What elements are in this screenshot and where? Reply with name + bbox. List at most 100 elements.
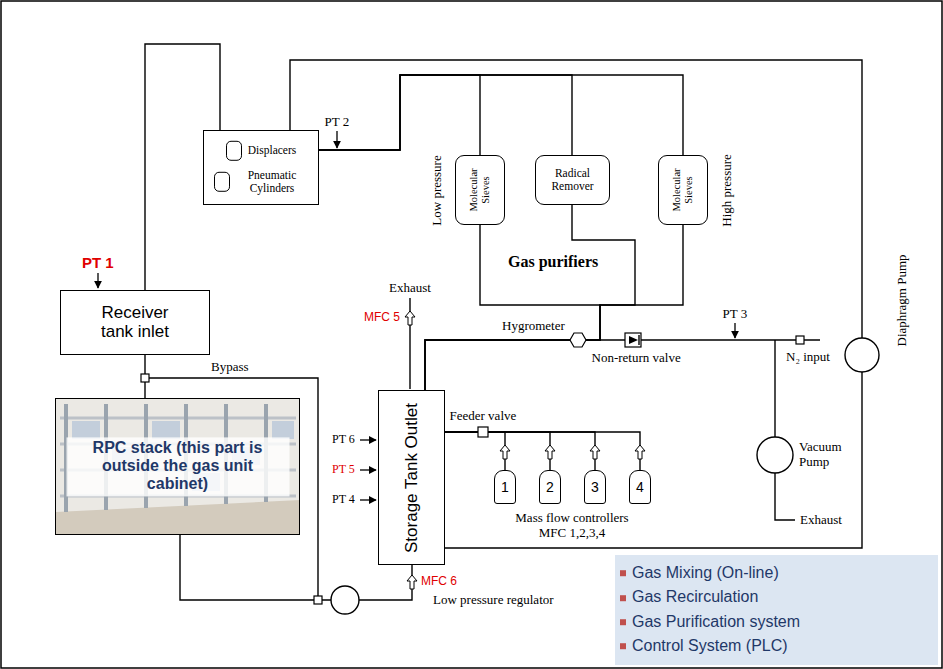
flow-arrow [590, 445, 600, 459]
sensor-label: PT 4 [331, 493, 356, 507]
tank-label: Storage Tank Outlet [402, 403, 422, 553]
unit-label: Displacers [248, 144, 297, 157]
valve-label: Feeder valve [449, 409, 518, 424]
text-row: 1 [501, 479, 509, 495]
feature-item: Gas Recirculation [632, 589, 758, 607]
text-row: Gas Mixing (On-line) [620, 564, 779, 582]
inlet-valve-symbol [796, 336, 804, 344]
sensor-label: PT 1 [81, 254, 115, 271]
exhaust-label: Exhaust [799, 513, 843, 528]
node-content: Molecular Sieves [468, 160, 492, 220]
flow-arrow [407, 575, 417, 589]
controller-number: 4 [636, 479, 644, 495]
vacuum-pipe [774, 340, 775, 437]
check-valve-symbol [625, 333, 641, 347]
bullet-square [620, 619, 626, 625]
bullet-square [620, 595, 626, 601]
stack-label: RPC stack (this part is outside the gas … [66, 437, 289, 496]
purifier-label: Radical Remover [542, 167, 604, 193]
inlet-label: N₂ input [785, 350, 831, 365]
bullet-square [620, 570, 626, 576]
feature-item: Gas Mixing (On-line) [632, 564, 779, 582]
instrument-label: Hygrometer [501, 319, 566, 334]
exhaust-pipe [775, 473, 795, 520]
sensor-label: PT 2 [324, 115, 351, 130]
rpc-stack-box: RPC stack (this part is outside the gas … [55, 398, 300, 535]
gas-pipe [445, 432, 595, 470]
text-row: Gas Recirculation [620, 589, 758, 607]
storage-tank: Storage Tank Outlet [378, 390, 445, 565]
sensor-leader [360, 499, 376, 500]
hygrometer-symbol [570, 333, 586, 347]
displacer-unit-box: DisplacersPneumatic Cylinders [203, 130, 319, 205]
gas-pipe [445, 432, 550, 470]
sensor-label: PT 3 [722, 307, 749, 322]
bypass-label: Bypass [210, 360, 250, 375]
text-row: Pneumatic Cylinders [214, 168, 308, 194]
molecular-sieve: Molecular Sieves [658, 155, 708, 225]
flow-arrow [405, 311, 415, 325]
flow-arrow [545, 445, 555, 459]
sensor-label: PT 6 [331, 433, 356, 447]
text-row: Molecular Sieves [468, 160, 492, 220]
sensor-leader [97, 273, 98, 288]
text-row: RPC stack (this part is outside the gas … [66, 437, 289, 496]
node-content: Storage Tank Outlet [402, 403, 422, 553]
check-valve-seat [638, 335, 639, 345]
regulator-label: Low pressure regulator [432, 593, 555, 608]
pressure-label: High pressure [719, 153, 734, 228]
group-label: Mass flow controllers MFC 1,2,3,4 [504, 511, 641, 541]
pressure-label: Low pressure [430, 154, 445, 226]
text-row: Receiver tank inlet [85, 303, 185, 342]
pump-label: Diaphragm Pump [895, 253, 910, 347]
text-row: 3 [591, 479, 599, 495]
pump-symbol [845, 338, 879, 372]
gas-pipe [319, 75, 683, 155]
group-label: Gas purifiers [507, 253, 599, 271]
molecular-sieve: Molecular Sieves [455, 155, 505, 225]
mass-flow-controller: 3 [584, 470, 606, 504]
text-row: Gas Purification system [620, 613, 800, 631]
cylinder-icon [214, 172, 230, 192]
sensor-label: PT 5 [331, 463, 356, 477]
photo-floor [56, 500, 300, 535]
feature-panel: Gas Mixing (On-line) Gas RecirculationGas… [615, 555, 938, 665]
gas-pipe [445, 432, 640, 470]
regulator-symbol [331, 586, 359, 614]
text-row: Molecular Sieves [671, 160, 695, 220]
node-content: DisplacersPneumatic Cylinders [214, 140, 308, 194]
flow-arrow [635, 445, 645, 459]
node-content: 2 [546, 479, 554, 495]
mass-flow-controller: 2 [539, 470, 561, 504]
gas-pipe [425, 225, 683, 390]
feature-item: Gas Purification system [632, 613, 800, 631]
text-row: Displacers [226, 140, 297, 160]
feeder-valve-symbol [478, 427, 488, 437]
mass-flow-controller: 4 [629, 470, 651, 504]
flow-controller-label: MFC 6 [420, 575, 458, 589]
pump-label: Vacuum Pump [798, 440, 860, 470]
sensor-leader [336, 131, 337, 148]
exhaust-label: Exhaust [388, 281, 432, 296]
text-row: Radical Remover [542, 167, 604, 193]
bullet-square [620, 644, 626, 650]
node-content: RPC stack (this part is outside the gas … [66, 437, 289, 496]
purifier-label: Molecular Sieves [468, 160, 492, 220]
controller-number: 3 [591, 479, 599, 495]
controller-number: 1 [501, 479, 509, 495]
radical-remover: Radical Remover [535, 155, 610, 205]
check-valve-triangle [629, 336, 638, 344]
sensor-leader [360, 439, 376, 440]
node-content: Receiver tank inlet [85, 303, 185, 342]
text-row: 2 [546, 479, 554, 495]
sensor-leader [734, 323, 735, 338]
gas-pipe [445, 432, 505, 470]
node-content: Radical Remover [542, 167, 604, 193]
node-content: 1 [501, 479, 509, 495]
node-content: Molecular Sieves [671, 160, 695, 220]
mass-flow-controller: 1 [494, 470, 516, 504]
flow-controller-label: MFC 5 [363, 311, 401, 325]
text-row: Storage Tank Outlet [402, 403, 422, 553]
